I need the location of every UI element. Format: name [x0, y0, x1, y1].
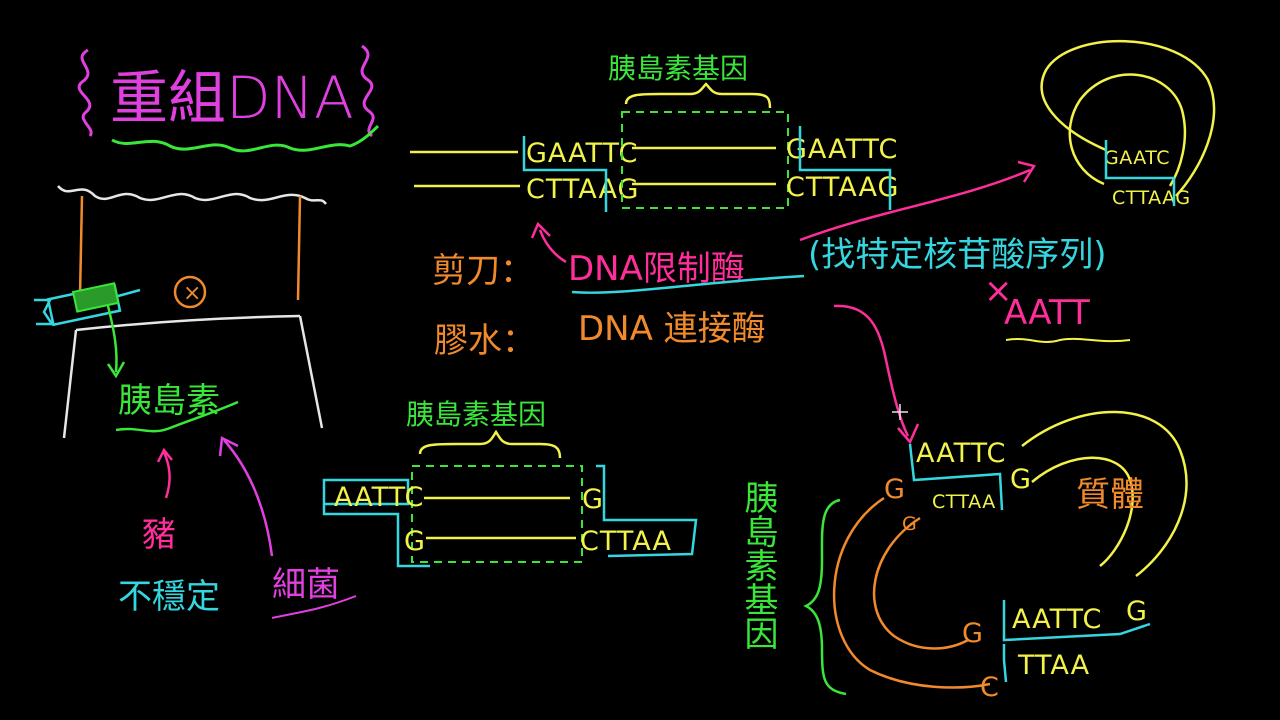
pig-body-sketch: × — [57, 185, 327, 439]
seq-plasmid-top-upper: AATTC — [916, 438, 1006, 469]
pig-arrow — [162, 451, 171, 499]
gene-label-top: 胰島素基因 — [608, 52, 748, 85]
seq-plasmid-bot-lower: TTAA — [1017, 650, 1090, 681]
seq-ring-lower: CTTAAG — [1112, 187, 1191, 209]
seq-plasmid-top-c: G — [1010, 464, 1032, 495]
cell-x-mark: × — [183, 281, 201, 306]
gene-label-vertical: 胰島素基因 — [738, 480, 778, 650]
pig-label: 豬 — [142, 515, 176, 555]
insulin-label: 胰島素 — [118, 381, 220, 421]
bacteria-underline — [271, 595, 357, 619]
find-sequence-label: (找特定核苷酸序列) — [808, 235, 1107, 275]
seq-plasmid-top-g2: G — [902, 513, 917, 535]
plasmid-bot-cut — [1002, 600, 1151, 642]
recombinant-plasmid: 質體 G AATTC G CTTAA G G AATTC G C TTAA — [833, 410, 1188, 703]
title-group: 重組DNA — [77, 44, 380, 153]
plasmid-inner-orange — [872, 516, 969, 650]
arrow-to-ring — [799, 168, 1031, 242]
seq-gene-right-lower: CTTAA — [580, 526, 672, 557]
seq-plasmid-bot-g: G — [962, 618, 984, 649]
seq-top-left-upper: GAATTC — [526, 138, 638, 169]
pig-left-wall — [78, 195, 84, 297]
title-underline — [111, 124, 380, 153]
page-title: 重組DNA — [110, 64, 354, 132]
seq-top-left-lower: CTTAAG — [526, 174, 639, 205]
gene-box-top — [621, 111, 789, 209]
bottom-gene-diagram: 胰島素基因 AATTC G G CTTAA — [322, 398, 698, 568]
cell-circle — [173, 275, 207, 309]
gene-bracket-top — [624, 82, 772, 109]
arrow-to-cut — [538, 229, 567, 264]
restriction-enzyme-underline — [571, 274, 805, 294]
pig-lower-left — [62, 329, 78, 439]
scissors-label: 剪刀： — [432, 251, 534, 291]
title-left-bracket — [77, 48, 93, 137]
gene-vertical-brace — [803, 498, 847, 696]
plasmid-label: 質體 — [1076, 475, 1144, 515]
pig-right-wall — [296, 195, 302, 301]
plasmid-inner-yellow — [1031, 456, 1134, 567]
bacteria-label: 細菌 — [272, 565, 340, 605]
seq-plasmid-bot-upper: AATTC — [1012, 604, 1102, 635]
ring-inner — [1068, 73, 1187, 187]
seq-gene-left-upper: AATTC — [334, 482, 424, 513]
title-right-bracket — [360, 44, 375, 138]
seq-plasmid-bot-c: C — [980, 672, 1000, 703]
unstable-label: 不穩定 — [118, 577, 220, 617]
seq-ring-upper: GAATC — [1104, 147, 1170, 169]
seq-plasmid-top-lower: CTTAA — [932, 491, 996, 513]
ring-outer — [1040, 39, 1216, 197]
bottom-right-cut — [596, 464, 698, 558]
insulin-underline — [115, 400, 239, 433]
seq-gene-right-upper: G — [582, 484, 604, 515]
seq-top-right-lower: CTTAAG — [786, 172, 899, 203]
seq-gene-left-lower: G — [404, 526, 426, 557]
arrow-to-plasmid — [833, 304, 910, 437]
gene-label-bottom: 胰島素基因 — [406, 398, 546, 431]
pig-mid-edge — [75, 314, 301, 332]
pig-top-edge — [57, 185, 327, 205]
plasmid-outer-yellow — [1021, 410, 1188, 577]
pig-lower-right — [298, 315, 324, 429]
crosshair-cursor-icon — [892, 404, 908, 420]
plasmid-top-cut — [908, 443, 1004, 511]
wrong-sequence: AATT — [1004, 293, 1090, 333]
wrong-sequence-underline — [1005, 337, 1131, 343]
cut-line-left — [522, 136, 608, 212]
x-mark: × — [984, 271, 1013, 311]
top-gene-diagram: 胰島素基因 GAATTC CTTAAG GAATTC CTTAAG — [410, 52, 899, 212]
seq-top-right-upper: GAATTC — [786, 134, 898, 165]
seq-plasmid-bot-g2: G — [1126, 596, 1148, 627]
ring-cut-line — [1104, 140, 1176, 206]
ligase-label: DNA 連接酶 — [578, 309, 766, 349]
bottom-left-cut — [322, 478, 410, 506]
ring-plasmid: GAATC CTTAAG — [1040, 39, 1216, 209]
gene-box-bottom — [411, 465, 583, 563]
gene-bracket-bottom — [418, 429, 562, 459]
glue-label: 膠水： — [434, 321, 536, 361]
plasmid-outer-orange — [833, 496, 991, 689]
bacteria-arrow — [223, 439, 274, 557]
cut-line-right — [798, 126, 892, 210]
seq-plasmid-top-g: G — [884, 474, 906, 505]
syringe-icon — [34, 282, 141, 379]
